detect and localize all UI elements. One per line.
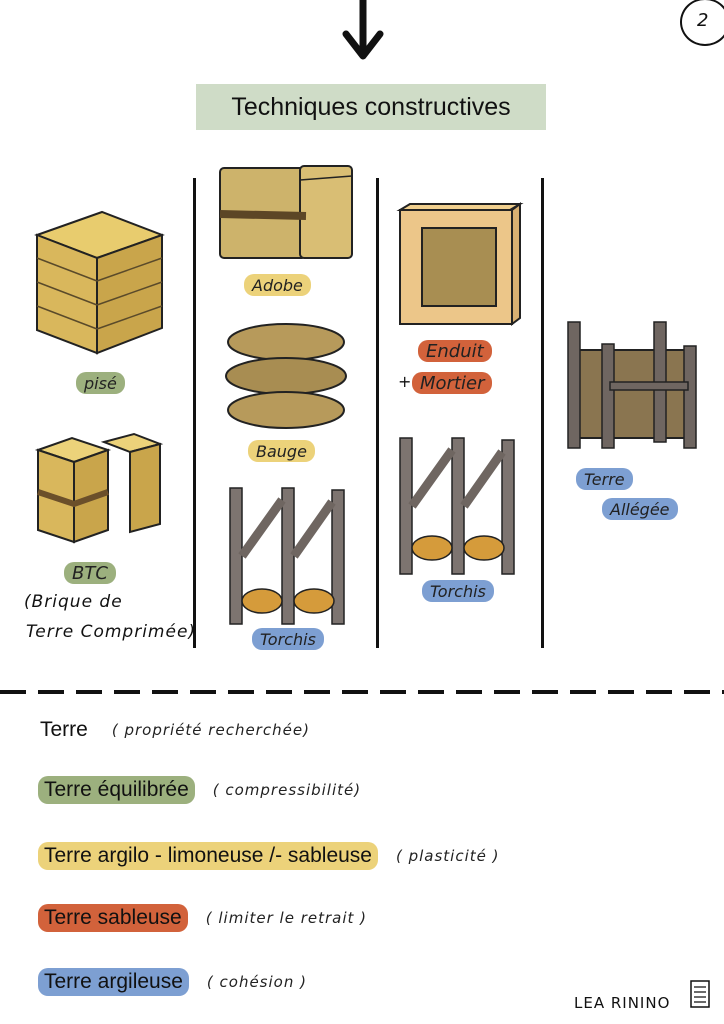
btc-description-line2: Terre Comprimée) (26, 622, 197, 642)
legend-row: Terre équilibrée ( compressibilité) (38, 776, 361, 804)
legend-row: Terre argileuse ( cohésion ) (38, 968, 307, 996)
legend-row: Terre argilo - limoneuse /- sableuse ( p… (38, 842, 500, 870)
legend-note: ( propriété recherchée) (111, 721, 310, 739)
legend-row: Terre sableuse ( limiter le retrait ) (38, 904, 367, 932)
legend-row: Terre ( propriété recherchée) (38, 716, 310, 744)
page-title: Techniques constructives (196, 84, 546, 130)
torchis-frame-illustration (229, 487, 345, 625)
terre-allegee-illustration (567, 321, 697, 449)
adobe-label: Adobe (244, 274, 311, 296)
legend-main: Terre argileuse (38, 968, 189, 996)
signature-book-icon (690, 980, 710, 1008)
enduit-panel-illustration (396, 202, 524, 326)
adobe-brick-illustration (219, 165, 353, 259)
legend-note: ( limiter le retrait ) (205, 909, 367, 927)
page-number: 2 (697, 10, 710, 31)
torchis-label-right: Torchis (422, 580, 494, 602)
legend-main: Terre équilibrée (38, 776, 195, 804)
legend-note: ( plasticité ) (395, 847, 500, 865)
enduit-label: Enduit (418, 340, 492, 362)
legend-main: Terre sableuse (38, 904, 188, 932)
terre-allegee-label-line1: Terre (576, 468, 633, 490)
btc-label: BTC (64, 562, 116, 584)
bauge-illustration (225, 323, 347, 429)
terre-allegee-label-line2: Allégée (602, 498, 678, 520)
legend-main: Terre argilo - limoneuse /- sableuse (38, 842, 378, 870)
pise-block-illustration (34, 210, 165, 355)
arrow-down-icon (342, 0, 384, 60)
author-signature: LEA RININO (574, 994, 671, 1012)
mortier-label: Mortier (412, 372, 493, 394)
btc-description-line1: (Brique de (24, 592, 123, 612)
legend-note: ( compressibilité) (212, 781, 362, 799)
torchis-frame-illustration (399, 437, 515, 575)
btc-brick-illustration (34, 432, 164, 544)
pise-label: pisé (76, 372, 125, 394)
column-divider (541, 178, 544, 648)
legend-main: Terre (40, 718, 88, 741)
column-divider (376, 178, 379, 648)
plus-sign: + (398, 372, 413, 391)
torchis-label-left: Torchis (252, 628, 324, 650)
section-separator (0, 690, 724, 694)
legend-note: ( cohésion ) (206, 973, 307, 991)
column-divider (193, 178, 196, 648)
page-number-circle (680, 0, 724, 46)
bauge-label: Bauge (248, 440, 315, 462)
